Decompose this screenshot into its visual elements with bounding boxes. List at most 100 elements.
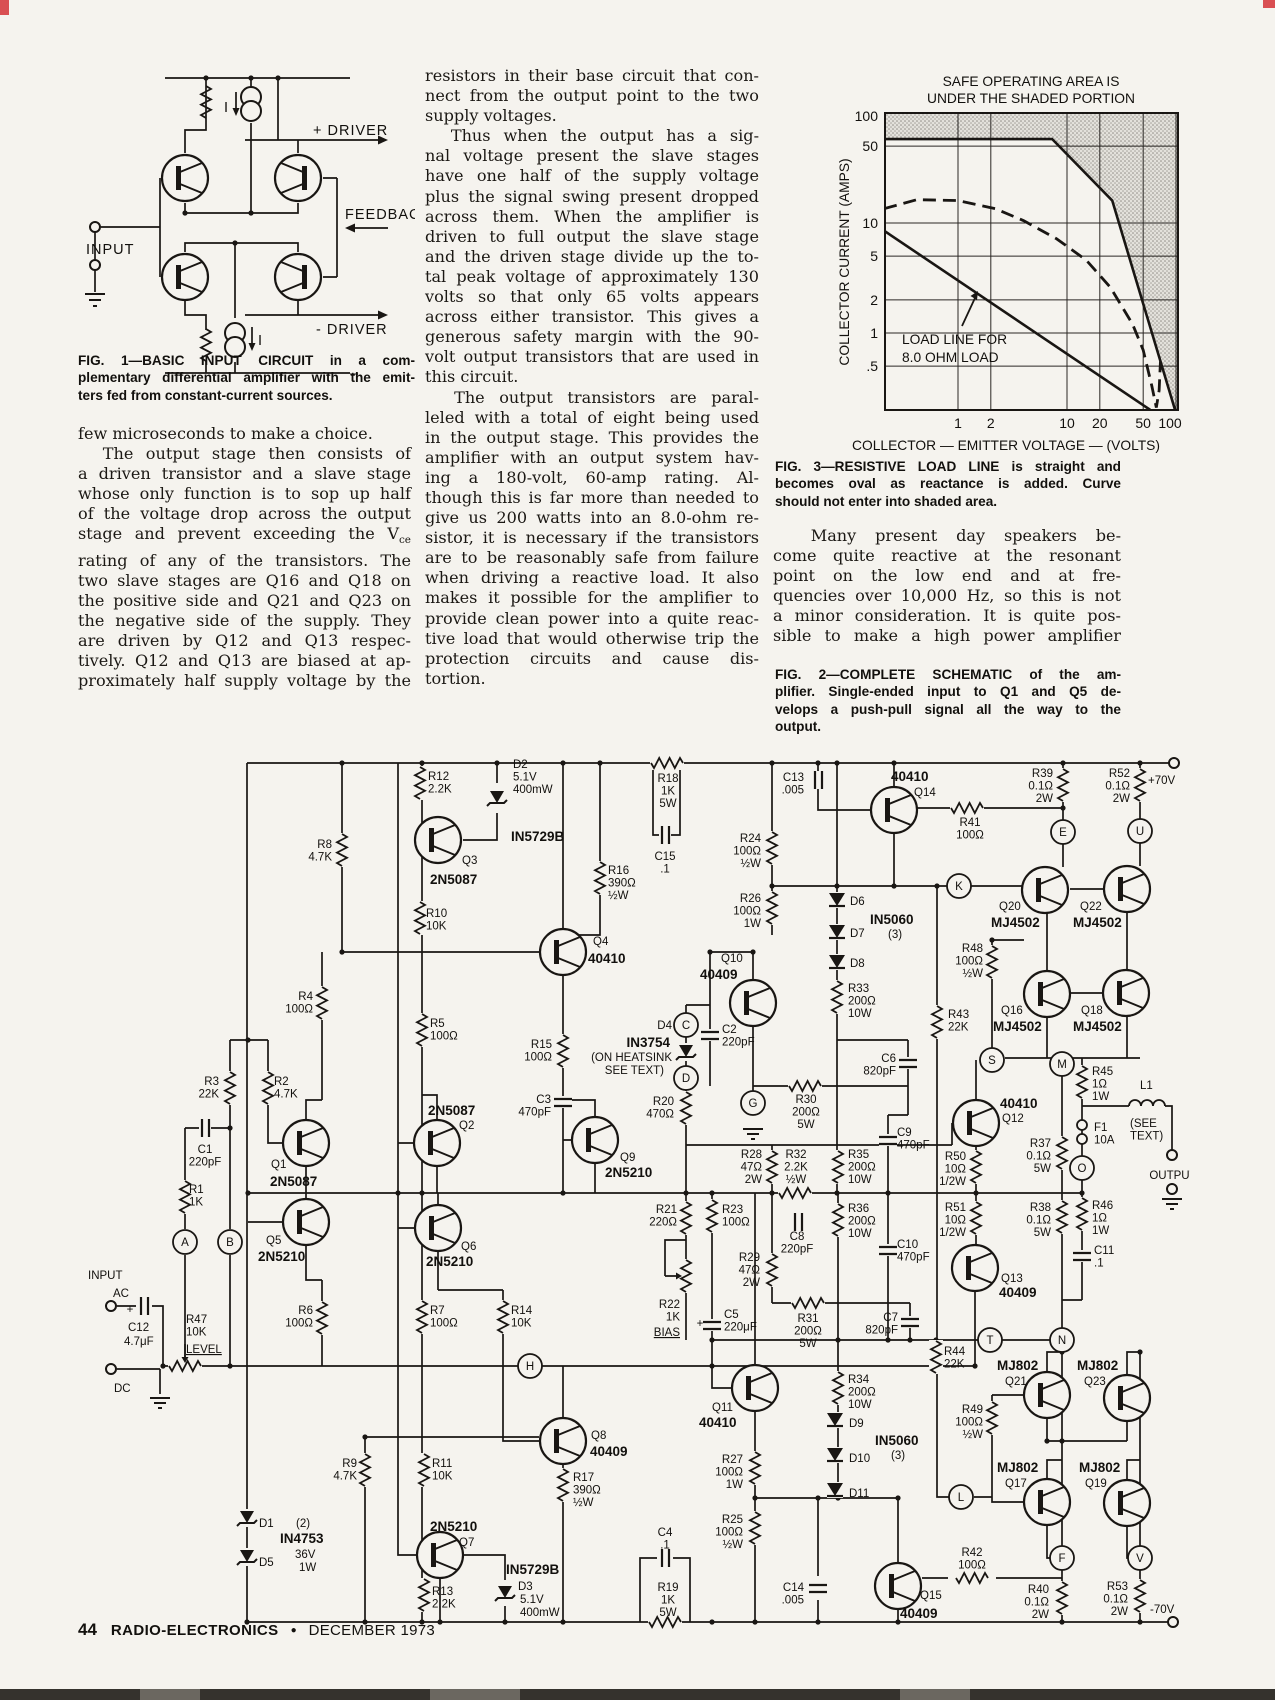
svg-text:2N5210: 2N5210 (258, 1249, 305, 1264)
text-line: come quite reactive at the resonant (773, 546, 1121, 566)
svg-text:R84.7K: R84.7K (308, 839, 332, 864)
text-line: volts so that only 65 volts appears (425, 287, 759, 307)
text-line: ing a 180-volt, 60-amp rating. Al- (425, 467, 759, 487)
svg-text:I: I (258, 333, 263, 349)
text-line: the positive side and Q21 and Q23 on (78, 590, 411, 610)
svg-text:IN4753: IN4753 (280, 1531, 324, 1546)
svg-text:BIAS: BIAS (654, 1327, 681, 1339)
text-line: two slave stages are Q16 and Q18 on (78, 570, 411, 590)
text-line: tively. Q12 and Q13 are biased at ap- (78, 651, 411, 671)
fig2-caption: FIG. 2—COMPLETE SCHEMATIC of the am-plif… (775, 666, 1121, 735)
svg-text:COLLECTOR CURRENT (AMPS): COLLECTOR CURRENT (AMPS) (837, 158, 852, 365)
text-line: stage and prevent exceeding the Vce (78, 524, 411, 547)
svg-text:2: 2 (870, 292, 878, 308)
svg-text:Q15: Q15 (920, 1590, 942, 1602)
svg-text:Q10: Q10 (721, 953, 743, 965)
svg-text:4.7μF: 4.7μF (124, 1336, 154, 1348)
caption-line: plementary differential amplifier with t… (78, 370, 415, 386)
svg-text:Q18: Q18 (1081, 1005, 1103, 1017)
text-line: volt output transistors that are used in (425, 347, 759, 367)
svg-text:IN3754: IN3754 (626, 1035, 670, 1050)
svg-text:MJ4502: MJ4502 (1073, 915, 1122, 930)
text-line: quencies over 10,000 Hz, so this is not (773, 586, 1121, 606)
text-line: are driven by Q12 and Q13 respec- (78, 631, 411, 651)
svg-text:MJ802: MJ802 (997, 1358, 1038, 1373)
svg-text:A: A (181, 1237, 189, 1249)
svg-text:2N5087: 2N5087 (428, 1103, 475, 1118)
svg-text:C13.005: C13.005 (782, 772, 804, 797)
svg-text:R94.7K: R94.7K (333, 1458, 357, 1483)
svg-text:R24.7K: R24.7K (274, 1076, 298, 1101)
text-line: when driving a reactive load. It also (425, 568, 759, 588)
svg-text:D3: D3 (518, 1581, 533, 1593)
svg-text:100: 100 (1158, 415, 1182, 431)
svg-text:40410: 40410 (588, 951, 626, 966)
svg-text:E: E (1059, 827, 1067, 839)
page-bleed-left (0, 0, 9, 15)
svg-text:C12: C12 (128, 1322, 149, 1334)
magazine-title: RADIO-ELECTRONICS (110, 1622, 279, 1639)
text-line: plus the signal swing present dropped (425, 186, 759, 206)
svg-text:T: T (986, 1335, 993, 1347)
svg-text:D1: D1 (259, 1518, 274, 1530)
svg-text:(3): (3) (891, 1450, 905, 1462)
svg-text:D6: D6 (850, 896, 865, 908)
svg-text:Q13: Q13 (1001, 1273, 1023, 1285)
text-line: amplifier with an output system hav- (425, 447, 759, 467)
svg-text:100: 100 (855, 108, 879, 124)
svg-text:Q23: Q23 (1084, 1376, 1106, 1388)
caption-line: velops a push-pull signal all the way to… (775, 701, 1121, 717)
text-line: tortion. (425, 668, 486, 688)
text-line: protection circuits and cause dis- (425, 648, 759, 668)
svg-text:Q14: Q14 (914, 787, 936, 799)
svg-text:L1: L1 (1140, 1080, 1153, 1092)
text-line: nect from the output point to the two (425, 86, 759, 106)
svg-text:10: 10 (1059, 415, 1075, 431)
page-number: 44 (78, 1620, 97, 1639)
svg-text:C15.1: C15.1 (654, 851, 675, 876)
svg-text:Q1: Q1 (271, 1159, 286, 1171)
svg-text:D7: D7 (850, 928, 865, 940)
text-line: across them. When the amplifier is (425, 206, 759, 226)
svg-text:FEEDBACK: FEEDBACK (345, 207, 415, 223)
svg-text:2N5210: 2N5210 (430, 1519, 477, 1534)
svg-text:–: – (350, 366, 359, 382)
next-page-bleed (0, 1689, 1275, 1700)
svg-text:Q22: Q22 (1080, 901, 1102, 913)
caption-line: FIG. 3—RESISTIVE LOAD LINE is straight a… (775, 459, 1121, 474)
text-line: sible to make a high power amplifier (773, 626, 1121, 646)
svg-text:Q7: Q7 (459, 1537, 474, 1549)
svg-text:+70V: +70V (1148, 775, 1176, 787)
caption-line: FIG. 2—COMPLETE SCHEMATIC of the am- (775, 667, 1121, 682)
svg-text:40409: 40409 (700, 967, 738, 982)
